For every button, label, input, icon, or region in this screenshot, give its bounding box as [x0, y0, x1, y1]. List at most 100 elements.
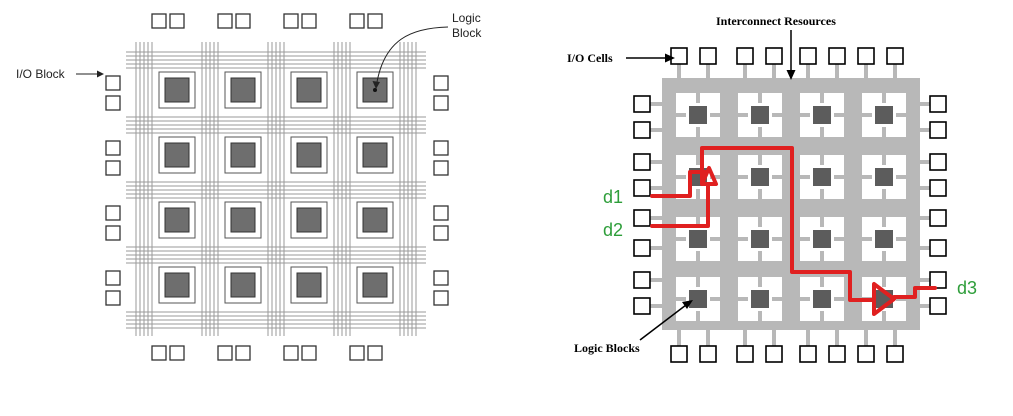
- connection-stub: [882, 277, 886, 287]
- io-block: [433, 75, 449, 91]
- connection-stub: [696, 251, 700, 261]
- connection-stub: [758, 217, 762, 227]
- connection-stub: [696, 189, 700, 199]
- io-block: [169, 345, 185, 361]
- logic-block: [164, 77, 190, 103]
- io-cell-stub: [650, 278, 662, 282]
- connection-stub: [772, 113, 782, 117]
- connection-stub: [820, 217, 824, 227]
- connection-stub: [710, 113, 720, 117]
- connection-stub: [710, 237, 720, 241]
- io-cell: [828, 345, 846, 363]
- connection-stub: [758, 155, 762, 165]
- signal-label-d2: d2: [603, 220, 623, 240]
- io-block: [105, 95, 121, 111]
- io-cell: [929, 95, 947, 113]
- io-block: [433, 270, 449, 286]
- connection-stub: [882, 251, 886, 261]
- connection-stub: [820, 311, 824, 321]
- io-cell: [857, 47, 875, 65]
- io-cell-stub: [864, 64, 868, 78]
- io-block: [105, 290, 121, 306]
- io-cell-stub: [650, 186, 662, 190]
- logic-block: [296, 207, 322, 233]
- connection-stub: [772, 297, 782, 301]
- io-block: [235, 13, 251, 29]
- logic-block: [362, 142, 388, 168]
- logic-block: [362, 207, 388, 233]
- io-block: [283, 345, 299, 361]
- logic-blocks-arrow: [639, 300, 693, 341]
- io-block: [105, 140, 121, 156]
- io-cell: [699, 345, 717, 363]
- io-block: [105, 270, 121, 286]
- io-cell: [929, 297, 947, 315]
- connection-stub: [800, 113, 810, 117]
- logic-block: [164, 207, 190, 233]
- io-block-arrow: [76, 70, 104, 78]
- io-block: [367, 345, 383, 361]
- connection-stub: [772, 175, 782, 179]
- logic-block: [875, 230, 893, 248]
- connection-stub: [862, 237, 872, 241]
- io-cell: [633, 297, 651, 315]
- connection-stub: [820, 93, 824, 103]
- connection-stub: [676, 175, 686, 179]
- io-cell: [929, 239, 947, 257]
- connection-stub: [882, 189, 886, 199]
- connection-stub: [820, 155, 824, 165]
- connection-stub: [758, 189, 762, 199]
- connection-stub: [738, 297, 748, 301]
- io-cell-stub: [772, 64, 776, 78]
- connection-stub: [696, 311, 700, 321]
- io-cell: [886, 47, 904, 65]
- io-cell-stub: [806, 64, 810, 78]
- io-cell: [670, 345, 688, 363]
- io-cell: [799, 47, 817, 65]
- connection-stub: [696, 155, 700, 165]
- connection-stub: [738, 237, 748, 241]
- io-cell: [886, 345, 904, 363]
- connection-stub: [738, 175, 748, 179]
- io-block: [105, 205, 121, 221]
- left-io-blocks: [105, 13, 449, 361]
- logic-block: [875, 106, 893, 124]
- connection-stub: [896, 237, 906, 241]
- logic-block-label-line2: Block: [452, 26, 482, 40]
- logic-block-arrow: [372, 26, 449, 89]
- right-fpga-diagram: I/O Cells Interconnect Resources Logic B…: [567, 14, 977, 363]
- io-block: [105, 160, 121, 176]
- io-cell-stub: [743, 64, 747, 78]
- connection-stub: [882, 217, 886, 227]
- logic-block: [751, 290, 769, 308]
- logic-block: [751, 106, 769, 124]
- connection-stub: [696, 93, 700, 103]
- io-cell-stub: [706, 330, 710, 346]
- connection-stub: [758, 127, 762, 137]
- right-logic-block-grid: [689, 106, 893, 308]
- io-cells-label: I/O Cells: [567, 51, 613, 65]
- io-block: [217, 13, 233, 29]
- connection-stub: [696, 277, 700, 287]
- logic-block: [164, 272, 190, 298]
- io-block: [105, 225, 121, 241]
- io-cell-stub: [920, 216, 930, 220]
- io-cell: [633, 239, 651, 257]
- connection-stub: [834, 175, 844, 179]
- io-block: [433, 205, 449, 221]
- io-cell: [736, 47, 754, 65]
- io-cell: [765, 345, 783, 363]
- io-cells-arrow: [626, 53, 675, 63]
- connection-stub: [696, 217, 700, 227]
- io-cell-stub: [650, 160, 662, 164]
- io-cell: [633, 271, 651, 289]
- io-block: [433, 225, 449, 241]
- io-cell-stub: [920, 128, 930, 132]
- io-cell: [670, 47, 688, 65]
- io-cell-stub: [835, 330, 839, 346]
- routed-signal-path: [650, 146, 937, 316]
- connection-stub: [862, 175, 872, 179]
- io-cell-stub: [706, 64, 710, 78]
- io-cell-stub: [893, 64, 897, 78]
